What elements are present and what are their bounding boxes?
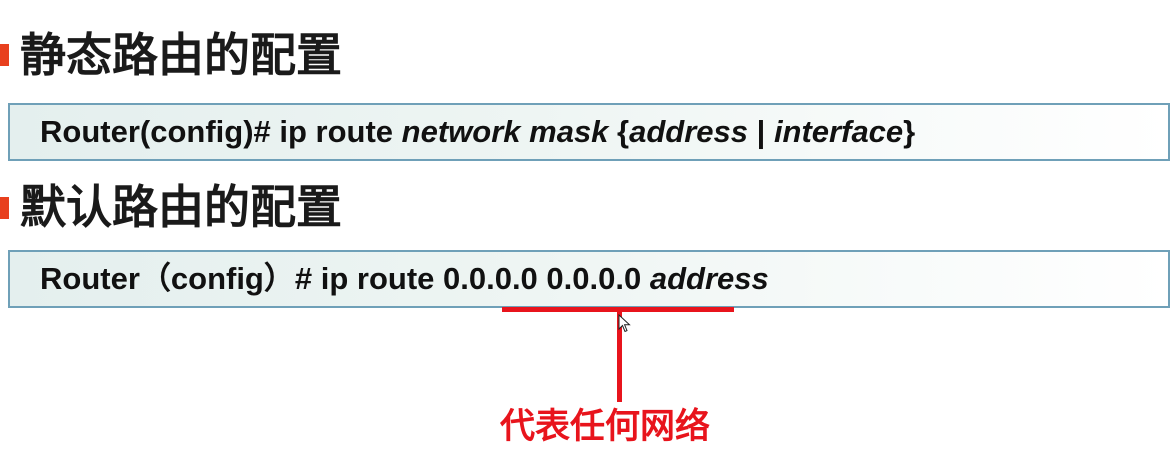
annotation-underline [502, 307, 734, 312]
static-route-command: Router(config)# ip route network mask {a… [40, 105, 915, 159]
static-route-heading: 静态路由的配置 [20, 28, 342, 82]
address-param: address [649, 261, 769, 296]
command-prefix: Router（config）# ip route 0.0.0.0 0.0.0.0 [40, 261, 650, 296]
command-prefix: Router(config)# ip route [40, 114, 402, 149]
heading-bullet-default [0, 197, 9, 219]
default-route-heading: 默认路由的配置 [20, 180, 342, 234]
mouse-cursor-icon [618, 314, 631, 333]
address-param: address [629, 114, 749, 149]
interface-param: interface [773, 114, 904, 149]
network-param: network [401, 114, 521, 149]
annotation-pointer-line [617, 312, 622, 402]
separator: | [748, 114, 774, 149]
static-route-command-box: Router(config)# ip route network mask {a… [8, 103, 1170, 161]
default-route-command: Router（config）# ip route 0.0.0.0 0.0.0.0… [40, 252, 769, 306]
brace-close: } [903, 114, 916, 149]
annotation-label: 代表任何网络 [500, 407, 711, 447]
brace-open: { [608, 114, 630, 149]
heading-bullet-static [0, 44, 9, 66]
default-route-command-box: Router（config）# ip route 0.0.0.0 0.0.0.0… [8, 250, 1170, 308]
command-space [521, 114, 530, 149]
mask-param: mask [529, 114, 609, 149]
